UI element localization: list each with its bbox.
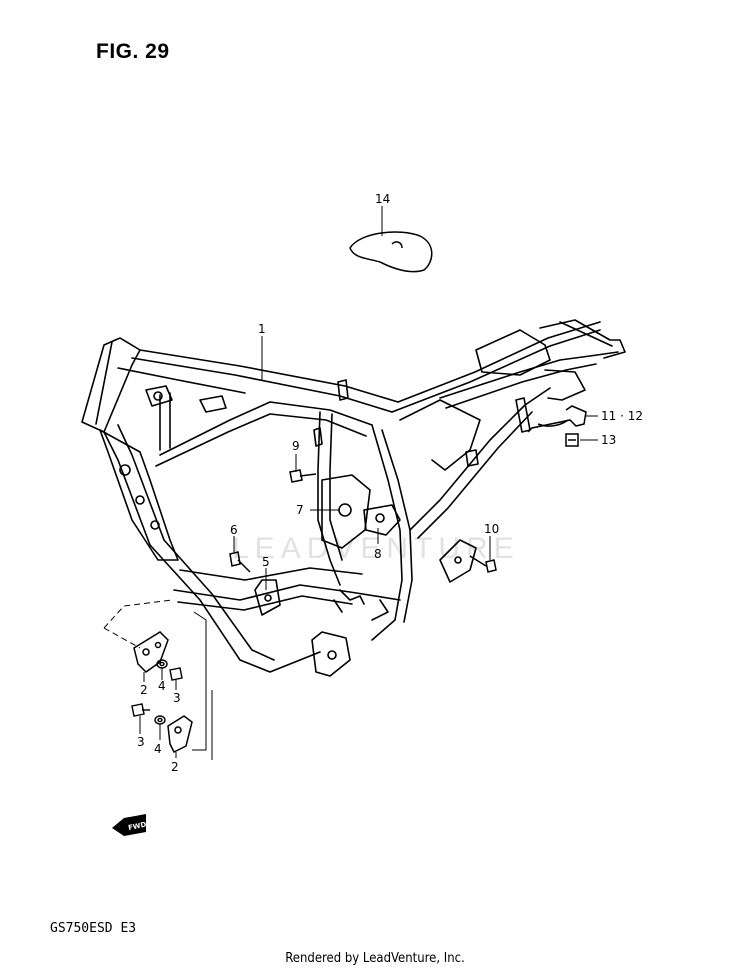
- part-3-bolt-lower: [131, 703, 150, 717]
- part-9-bolt: [289, 469, 317, 483]
- callout-2-lower: 2: [171, 760, 179, 774]
- callout-8: 8: [374, 547, 382, 561]
- part-4-washer-upper: [156, 659, 168, 669]
- footer-credit: Rendered by LeadVenture, Inc.: [285, 951, 465, 966]
- part-2-bracket-upper: [133, 631, 169, 673]
- part-11-12-clamp: [527, 405, 587, 433]
- part-3-bolt-upper: [169, 667, 183, 681]
- callout-1: 1: [258, 322, 266, 336]
- part-6-bolt: [229, 551, 251, 573]
- leader-lines: [103, 206, 598, 760]
- model-code: GS750ESD E3: [50, 921, 137, 936]
- callout-6: 6: [230, 523, 238, 537]
- fwd-arrow-icon: FWD: [112, 814, 147, 836]
- callout-10: 10: [484, 522, 499, 536]
- callouts: 14 1 11 · 12 13 9 7 8 10 6 5 2 4 3 3 4 2: [137, 192, 643, 774]
- fwd-label: FWD: [128, 820, 148, 832]
- callout-11-12: 11 · 12: [601, 409, 643, 423]
- callout-2-upper: 2: [140, 683, 148, 697]
- part-4-washer-lower: [154, 715, 166, 725]
- callout-14: 14: [375, 192, 390, 206]
- callout-4-lower: 4: [154, 742, 162, 756]
- watermark-text: LEADVENTURE: [232, 532, 520, 565]
- main-frame: [81, 319, 626, 677]
- part-13-bolt: [565, 433, 579, 447]
- callout-5: 5: [262, 555, 270, 569]
- callout-9: 9: [292, 439, 300, 453]
- callout-4-upper: 4: [158, 679, 166, 693]
- part-10-bolt: [469, 555, 497, 573]
- callout-3-lower: 3: [137, 735, 145, 749]
- callout-7: 7: [296, 503, 304, 517]
- callout-3-upper: 3: [173, 691, 181, 705]
- part-2-bracket-lower: [167, 715, 193, 754]
- part-14-cover: [349, 231, 433, 273]
- callout-13: 13: [601, 433, 616, 447]
- figure-title: FIG. 29: [96, 40, 170, 63]
